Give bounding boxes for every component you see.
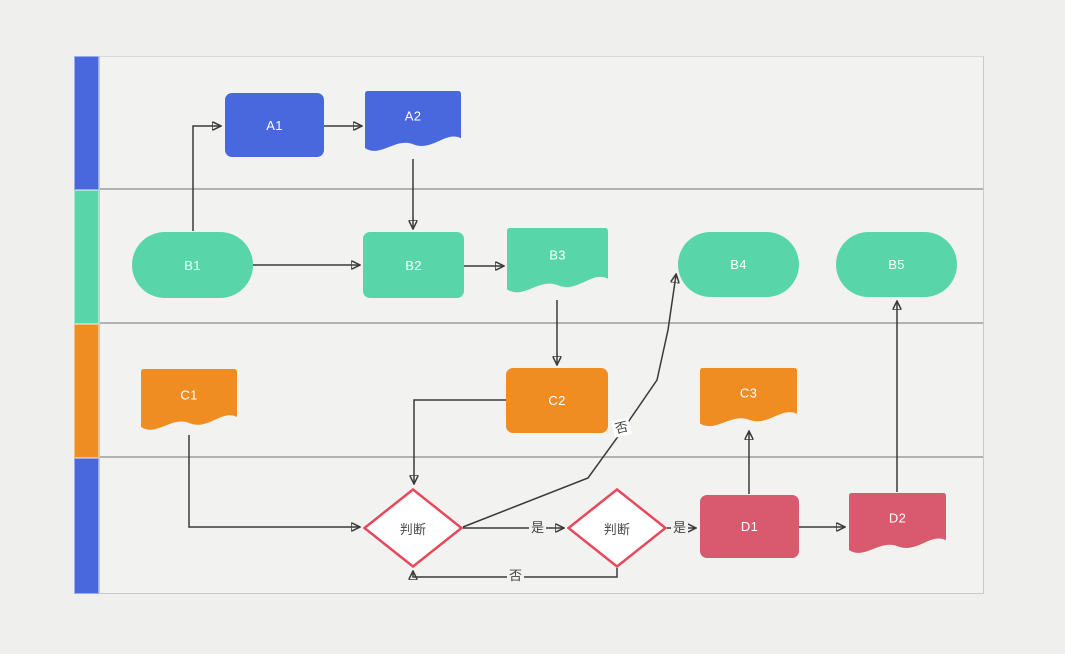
node-b1-label: B1 (184, 257, 201, 273)
connector-c1-j1[interactable] (188, 435, 359, 527)
document-shape (849, 493, 946, 553)
node-d2[interactable]: D2 (849, 493, 946, 560)
diamond-shape (567, 488, 667, 568)
document-shape (141, 369, 237, 430)
node-b2-label: B2 (405, 257, 422, 273)
node-b2[interactable]: B2 (363, 232, 464, 298)
lane-bar-2[interactable] (74, 190, 99, 324)
node-a1[interactable]: A1 (225, 93, 324, 157)
node-c1-label: C1 (180, 387, 198, 403)
connector-j1-b4-no[interactable] (462, 275, 676, 528)
node-b4-label: B4 (730, 257, 747, 272)
node-d1[interactable]: D1 (700, 495, 799, 558)
node-a2[interactable]: A2 (365, 91, 461, 158)
edge-label-no-loop[interactable]: 否 (507, 567, 525, 584)
lane-bar-4[interactable] (74, 458, 99, 594)
lane-bar-1[interactable] (74, 56, 99, 190)
diamond-shape (363, 488, 463, 568)
lane-bar-3[interactable] (74, 324, 99, 458)
node-d1-label: D1 (740, 519, 759, 534)
edge-label-yes-1[interactable]: 是 (529, 519, 547, 536)
node-b3[interactable]: B3 (507, 228, 608, 300)
document-shape (700, 368, 797, 427)
node-b1[interactable]: B1 (132, 232, 253, 298)
node-c3-label: C3 (739, 385, 758, 401)
node-decision-1[interactable]: 判断 (363, 488, 463, 568)
node-b5-label: B5 (888, 257, 905, 272)
edge-label-yes-2[interactable]: 是 (671, 519, 689, 536)
node-d2-label: D2 (888, 510, 907, 526)
node-b3-label: B3 (549, 247, 566, 263)
node-b5[interactable]: B5 (836, 232, 957, 297)
node-decision-2[interactable]: 判断 (567, 488, 667, 568)
node-c2[interactable]: C2 (506, 368, 608, 433)
node-a2-label: A2 (404, 108, 422, 124)
node-c3[interactable]: C3 (700, 368, 797, 433)
connector-c2-j1[interactable] (414, 399, 506, 483)
node-decision-2-label: 判断 (603, 521, 631, 537)
node-b4[interactable]: B4 (678, 232, 799, 297)
node-c2-label: C2 (548, 393, 566, 408)
document-shape (365, 91, 461, 151)
connector-b1-a1[interactable] (192, 126, 220, 231)
document-shape (507, 228, 608, 293)
node-a1-label: A1 (266, 117, 283, 133)
node-decision-1-label: 判断 (399, 521, 427, 537)
node-c1[interactable]: C1 (141, 369, 237, 437)
